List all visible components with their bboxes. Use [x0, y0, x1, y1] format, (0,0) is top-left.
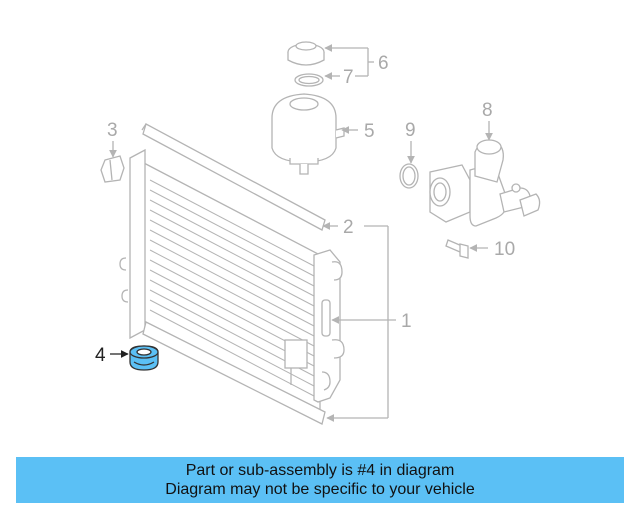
callout-1: 1 — [401, 311, 412, 332]
banner-line-part: Part or sub-assembly is #4 in diagram — [185, 462, 455, 479]
banner-line-disclaimer: Diagram may not be specific to your vehi… — [165, 481, 475, 498]
callout-7: 7 — [343, 67, 354, 88]
radiator-mount-bushing — [129, 345, 159, 371]
upper-seal-strip — [141, 123, 326, 231]
callout-9: 9 — [405, 120, 416, 141]
leader-lines — [109, 44, 493, 422]
callout-4: 4 — [95, 345, 106, 366]
radiator — [119, 148, 345, 420]
thermostat-housing — [429, 139, 541, 227]
expansion-tank-cap — [287, 41, 325, 66]
mount-bracket — [100, 155, 125, 183]
bolt — [445, 239, 469, 259]
info-banner: Part or sub-assembly is #4 in diagram Di… — [16, 457, 624, 503]
callout-10: 10 — [494, 239, 515, 260]
cap-o-ring — [294, 73, 324, 87]
lower-seal-strip — [142, 321, 326, 425]
callout-8: 8 — [482, 100, 493, 121]
callout-5: 5 — [364, 121, 375, 142]
expansion-tank — [271, 93, 345, 175]
callout-2: 2 — [343, 217, 354, 238]
callout-6: 6 — [378, 53, 389, 74]
thermostat-o-ring — [399, 163, 419, 189]
callout-3: 3 — [107, 120, 118, 141]
